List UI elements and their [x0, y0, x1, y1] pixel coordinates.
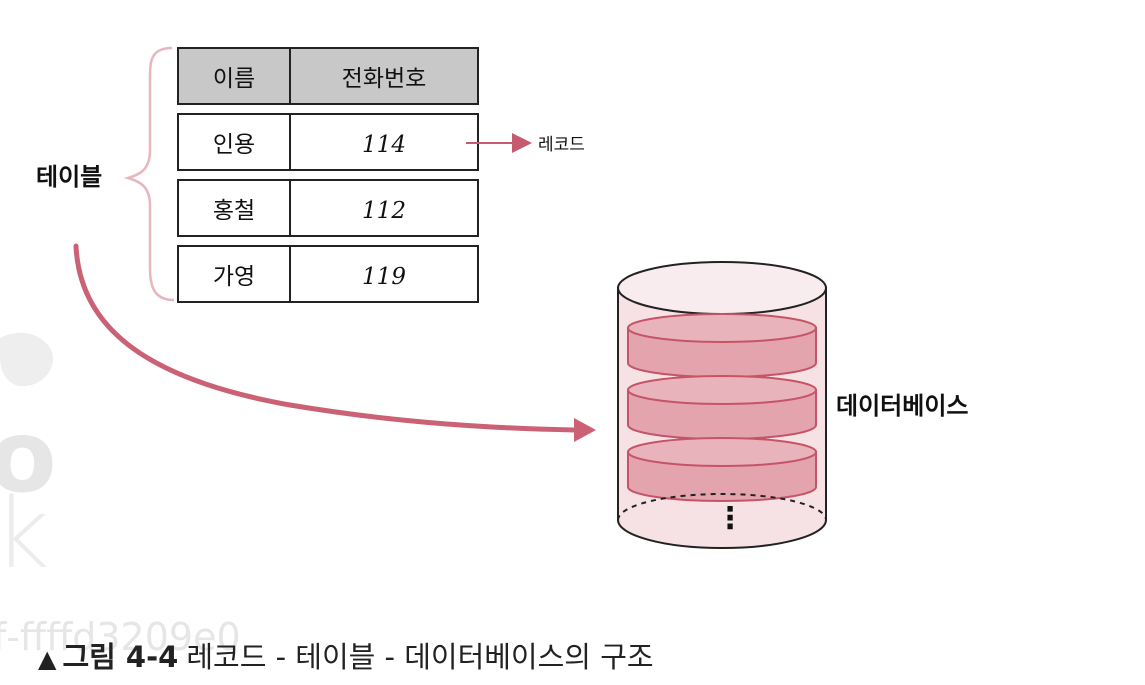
database-bottom-dashed	[617, 493, 827, 521]
database-label: 데이터베이스	[836, 392, 968, 420]
database-disk	[627, 375, 817, 440]
table-cell-name: 인용	[213, 132, 255, 158]
table-cell-name: 가영	[213, 264, 255, 290]
table-row	[177, 179, 479, 237]
arrowhead-icon	[574, 418, 596, 442]
caption-triangle-icon: ▲	[38, 645, 57, 673]
caption-figure-number: 그림 4-4	[62, 640, 179, 674]
table-header-phone: 전화번호	[342, 66, 427, 92]
records-table: 이름 전화번호 인용 114 홍철 112 가영 119	[177, 47, 479, 303]
table-cell-name: 홍철	[213, 198, 255, 224]
watermark-hash: ff-ffffd3209e0	[0, 615, 241, 659]
watermark-blob	[0, 318, 70, 388]
database-disk	[627, 313, 817, 378]
table-brace	[123, 46, 175, 302]
table-row	[177, 113, 479, 171]
watermark-letter-k: k	[0, 478, 50, 590]
table-cell-phone: 114	[362, 132, 406, 158]
table-header-row	[177, 47, 479, 105]
table-cell-phone: 119	[362, 264, 406, 290]
watermark-bird-icon	[0, 332, 54, 387]
watermark-letter-o: o	[0, 398, 57, 515]
record-label: 레코드	[538, 135, 585, 155]
table-header-name: 이름	[213, 66, 255, 92]
caption-text: 레코드 - 테이블 - 데이터베이스의 구조	[186, 640, 654, 674]
table-group-label: 테이블	[36, 163, 102, 191]
database-cylinder: ⋮	[617, 261, 827, 549]
table-cell-phone: 112	[362, 198, 406, 224]
database-disk	[627, 437, 817, 502]
table-row	[177, 245, 479, 303]
table-to-database-arrow	[73, 243, 578, 433]
database-ellipsis: ⋮	[715, 501, 745, 536]
